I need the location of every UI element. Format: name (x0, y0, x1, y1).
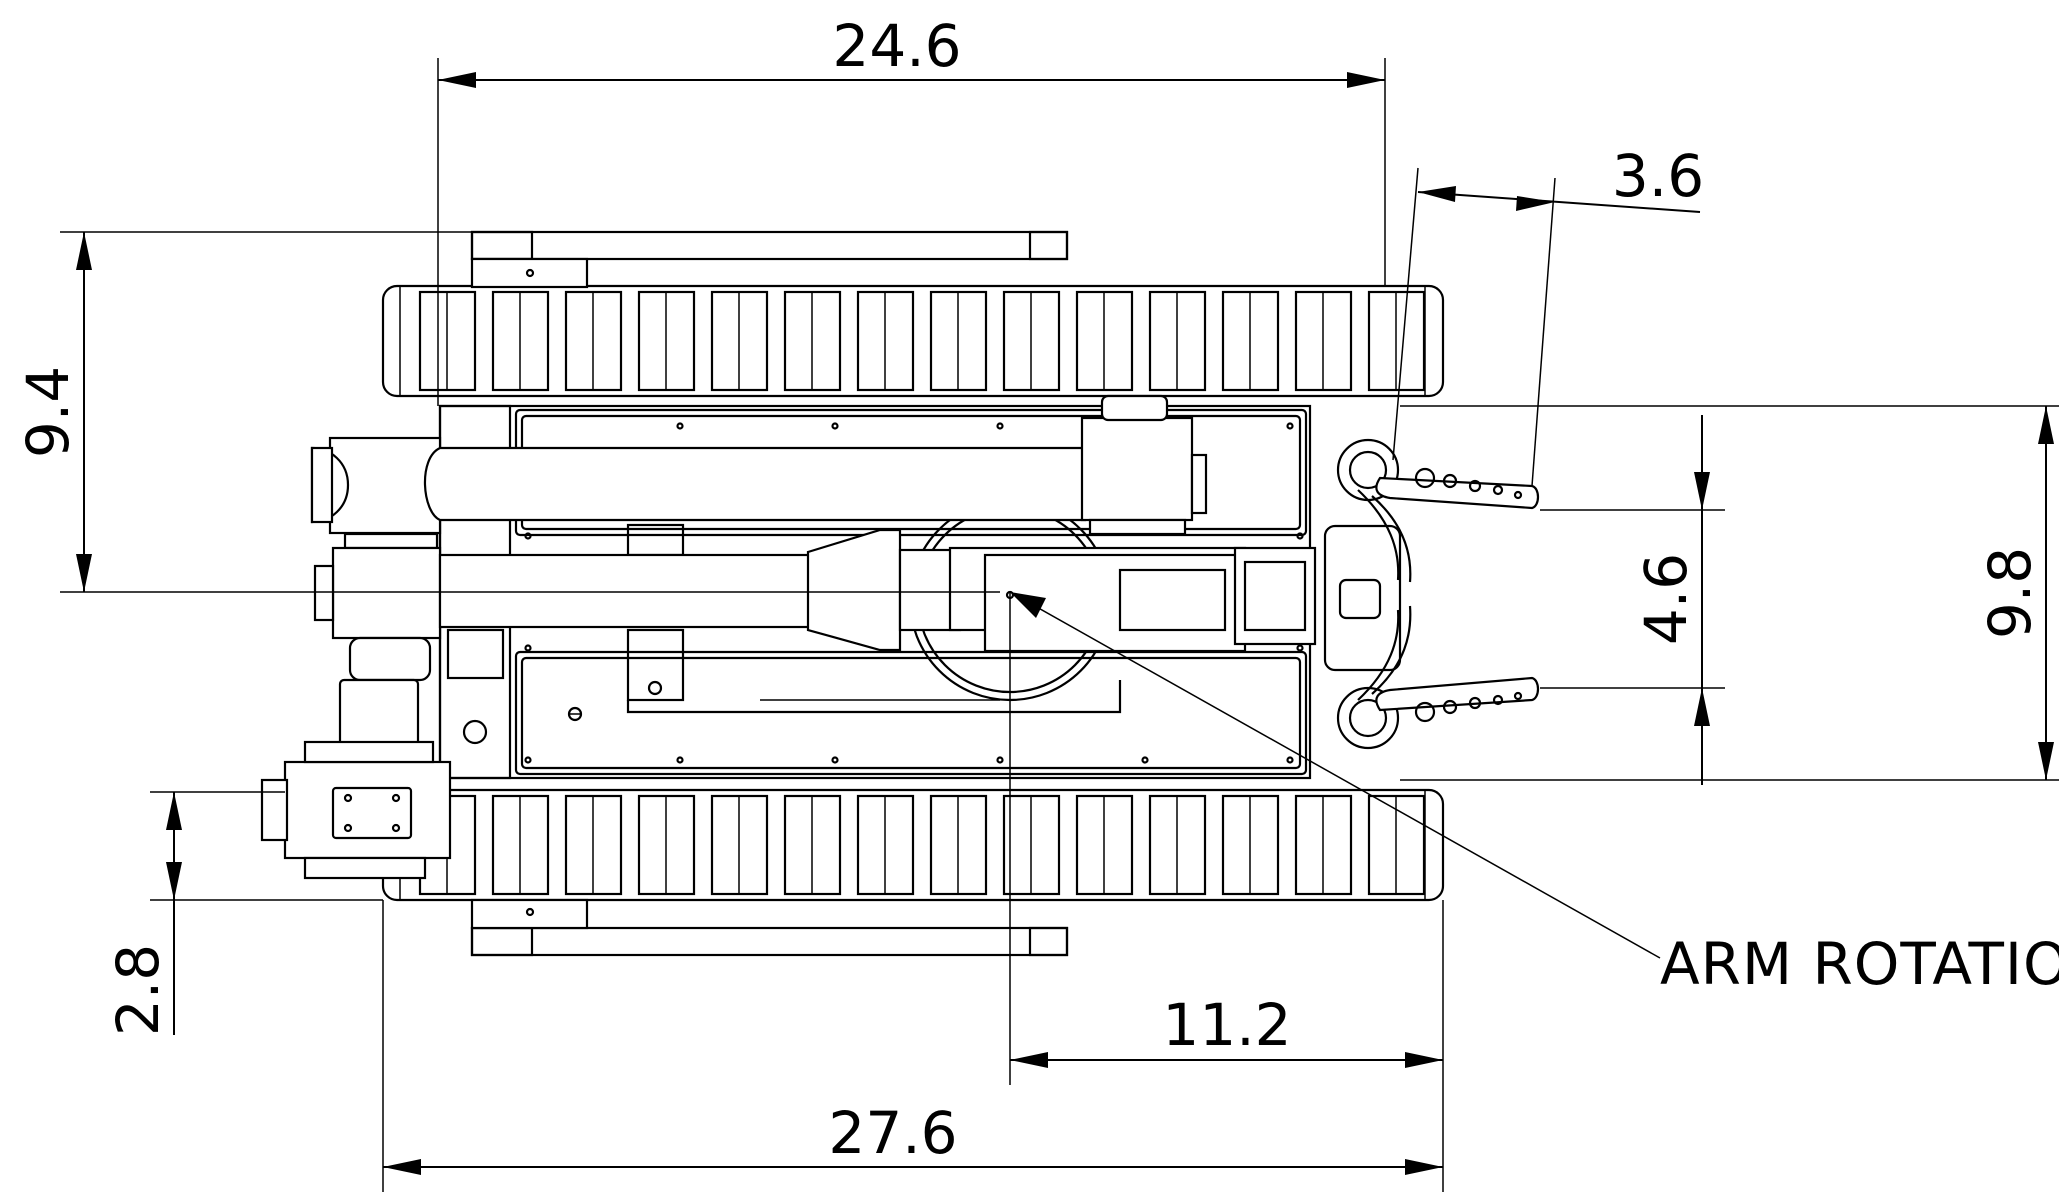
dim-label-gripper-length: 3.6 (1612, 142, 1704, 210)
dim-camera-offset: 2.8 (104, 791, 383, 1036)
upper-arm (310, 394, 1208, 550)
dim-label-arm-offset: 11.2 (1162, 991, 1291, 1059)
dim-label-body-length: 24.6 (832, 12, 961, 80)
robot-body (260, 230, 1540, 957)
dim-track-width-right: 9.8 (1400, 405, 2059, 781)
upper-track (381, 257, 1445, 398)
dim-label-track-width-left: 9.4 (14, 366, 82, 458)
callout-label-arm-rotation: ARM ROTATIO (1660, 930, 2059, 998)
dim-track-width-left: 9.4 (14, 231, 1000, 593)
dim-label-gripper-span: 4.6 (1632, 553, 1700, 645)
dim-body-length: 24.6 (437, 12, 1386, 406)
dim-label-overall-length: 27.6 (828, 1099, 957, 1167)
dim-gripper-length: 3.6 (1392, 142, 1704, 487)
dim-arm-offset: 11.2 (1009, 592, 1444, 1192)
dim-overall-length: 27.6 (382, 900, 1443, 1192)
lower-arm (313, 528, 1317, 752)
gripper (1323, 438, 1540, 750)
lower-track (381, 788, 1445, 930)
callout-arm-rotation: ARM ROTATIO (1009, 591, 2059, 998)
dimension-lines: 24.6 3.6 9.4 9.8 (14, 12, 2059, 1192)
dim-gripper-span: 4.6 (1540, 415, 1725, 785)
dim-label-camera-offset: 2.8 (104, 944, 172, 1036)
camera-head (260, 740, 452, 880)
dim-label-track-width-right: 9.8 (1976, 547, 2044, 639)
